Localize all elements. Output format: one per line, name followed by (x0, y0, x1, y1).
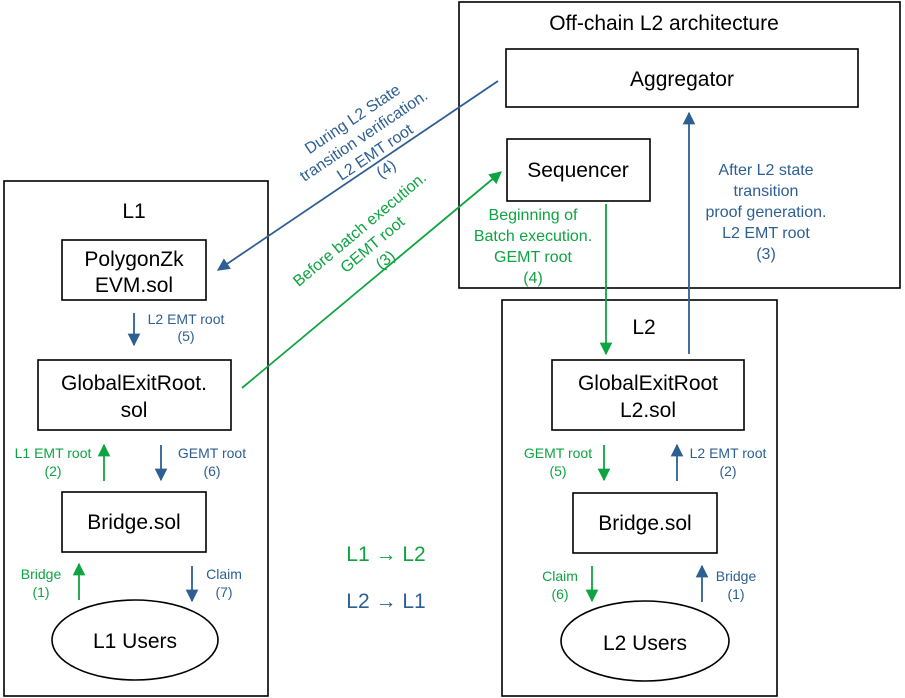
legend-l2-to-l1: L2 → L1 (346, 590, 425, 613)
l1-polygon-label-1: PolygonZk (84, 248, 184, 271)
l1-bridge-label-1: Bridge (21, 566, 62, 582)
l1-l1emt-label-2: (2) (44, 463, 61, 479)
l1-polygon-label-2: EVM.sol (95, 274, 173, 297)
l2-l2emt-label-2: (2) (719, 463, 736, 479)
begin-label-3: GEMT root (494, 249, 573, 266)
l1-users-ellipse (51, 599, 219, 681)
l1-ger-label-1: GlobalExitRoot. (61, 372, 207, 395)
l1-gemt-label-1: GEMT root (178, 445, 246, 461)
l1-l2emt-label-2: (5) (177, 328, 194, 344)
l2-bridge-label: Bridge.sol (598, 512, 691, 535)
l2-ger-label-2: L2.sol (620, 399, 676, 422)
begin-label-4: (4) (523, 270, 543, 287)
after-label-3: proof generation. (706, 204, 827, 221)
during-label-group: During L2 State transition verification.… (297, 82, 431, 186)
l2-title: L2 (632, 316, 655, 339)
begin-label-2: Batch execution. (474, 228, 592, 245)
l1-bridge-label-2: (1) (32, 584, 49, 600)
offchain-title: Off-chain L2 architecture (549, 12, 779, 35)
l1-ger-label-2: sol (121, 399, 148, 422)
after-label-4: L2 EMT root (722, 225, 810, 242)
l2-gemt-label-2: (5) (549, 463, 566, 479)
l1-title: L1 (122, 200, 145, 223)
before-label-group: Before batch execution. GEMT root (3) (290, 169, 430, 290)
l2-l2emt-label-1: L2 EMT root (690, 445, 767, 461)
l2-bridge-label-2: (1) (727, 586, 744, 602)
l2-claim-label-1: Claim (542, 568, 578, 584)
sequencer-label: Sequencer (527, 159, 629, 182)
l2-bridge-box (572, 492, 718, 554)
aggregator-to-polygon-arrow (216, 80, 499, 271)
after-label-5: (3) (756, 246, 776, 263)
aggregator-label: Aggregator (630, 68, 734, 91)
after-label-1: After L2 state (718, 162, 813, 179)
l1-bridge-box (61, 491, 207, 553)
l1-gemt-label-2: (6) (203, 463, 220, 479)
l1ger-to-sequencer-arrow (241, 171, 502, 389)
aggregator-box (505, 48, 859, 108)
begin-label-1: Beginning of (489, 207, 579, 224)
l1-claim-label-1: Claim (206, 566, 242, 582)
l2-ger-box (551, 359, 745, 431)
l2-users-ellipse (560, 600, 730, 682)
before-label-1: Before batch execution. (290, 169, 430, 290)
sequencer-box (506, 138, 651, 202)
l1-ger-box (37, 359, 232, 431)
l1-claim-label-2: (7) (215, 584, 232, 600)
l1-users-label: L1 Users (93, 630, 177, 653)
legend-l1-to-l2: L1 → L2 (346, 543, 425, 566)
l2-gemt-label-1: GEMT root (524, 445, 592, 461)
l1-l1emt-label-1: L1 EMT root (15, 445, 92, 461)
l2-bridge-label-1: Bridge (716, 568, 757, 584)
l2-ger-label-1: GlobalExitRoot (578, 372, 718, 395)
l2-claim-label-2: (6) (551, 586, 568, 602)
l1-polygon-box (61, 239, 207, 301)
l1-bridge-label: Bridge.sol (87, 511, 180, 534)
after-label-2: transition (734, 183, 799, 200)
l2-users-label: L2 Users (603, 632, 687, 655)
l1-l2emt-label-1: L2 EMT root (148, 311, 225, 327)
